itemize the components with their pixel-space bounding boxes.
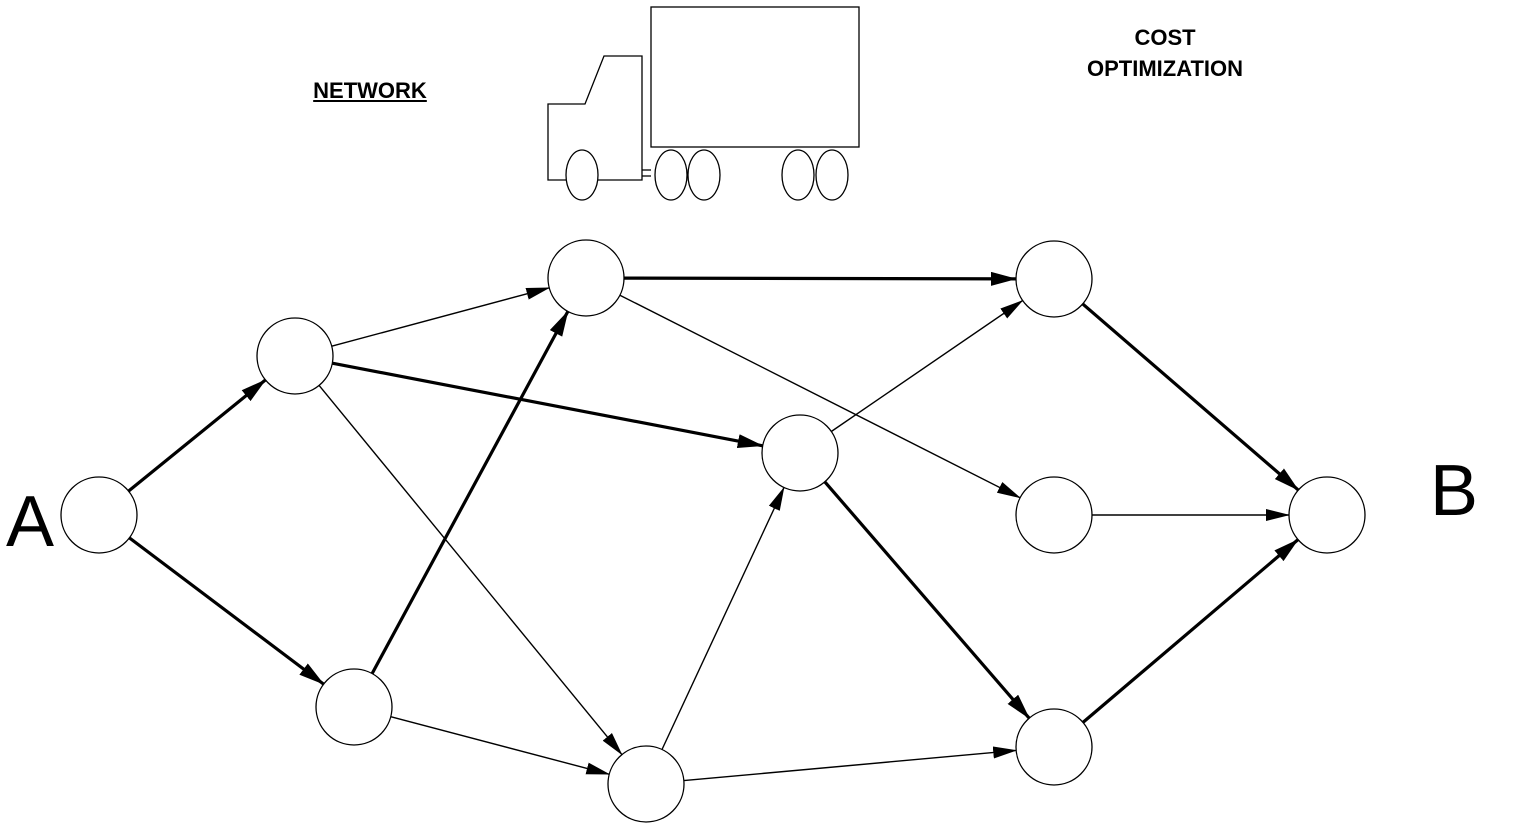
edge-n8-B [1081,538,1300,724]
node-B [1288,476,1366,554]
node-n4 [607,745,685,823]
node-A [60,476,138,554]
edge-n3-n7 [619,294,1021,499]
edge-n2-n3 [370,310,570,675]
truck-cab [547,55,643,181]
node-n1 [256,317,334,395]
end-label: B [1430,451,1479,531]
edge-n6-B [1081,302,1300,492]
edges [127,271,1300,782]
edge-n4-n8 [683,746,1018,782]
edge-n2-n4 [390,716,611,775]
node-n8 [1015,708,1093,786]
truck-wheel [815,149,849,201]
diagram-subtitle: COST OPTIMIZATION [1030,22,1300,84]
subtitle-line-2: OPTIMIZATION [1086,56,1244,81]
edge-n5-n8 [823,480,1031,720]
edge-n1-n3 [331,287,551,347]
edge-n3-n6 [623,271,1017,286]
edge-n1-n4 [318,384,623,756]
edge-n5-n6 [830,299,1024,433]
diagram-title: NETWORK [313,78,427,103]
edge-A-n1 [127,378,267,493]
truck-wheel [565,149,599,201]
truck-icon [547,6,860,201]
truck-wheel [781,149,815,201]
edge-A-n2 [128,536,325,686]
node-n6 [1015,240,1093,318]
edge-n4-n5 [661,486,785,750]
start-label: A [6,482,55,562]
node-n2 [315,668,393,746]
truck-wheel [654,149,688,201]
truck-wheel [687,149,721,201]
nodes [60,239,1366,823]
truck-cargo-box [650,6,860,148]
edge-n1-n5 [331,361,764,448]
node-n7 [1015,476,1093,554]
node-n5 [761,414,839,492]
node-n3 [547,239,625,317]
subtitle-line-1: COST [1134,25,1196,50]
